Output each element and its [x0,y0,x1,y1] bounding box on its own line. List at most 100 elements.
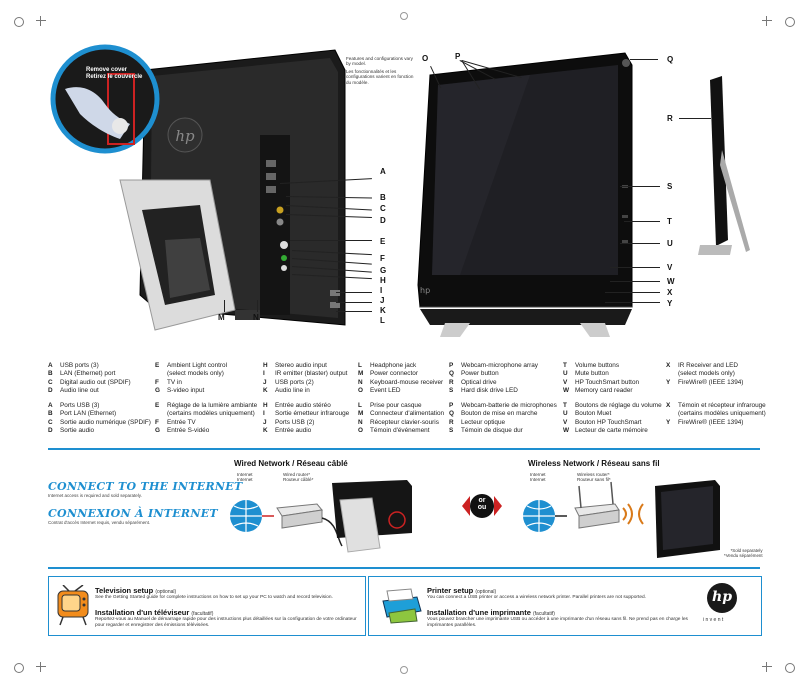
legend-text: Ports USB (3) [60,402,100,409]
legend-text: USB ports (2) [275,378,314,386]
legend-letter: P [449,402,454,409]
legend-text: Entrée audio stéréo [275,402,331,409]
wired-router-label: Wired router* Routeur câblé* [283,472,314,483]
or-badge [462,494,502,518]
legend-letter: G [155,386,160,394]
legend-item: D Audio line out [48,387,131,395]
callout-l: L [380,316,385,325]
legend-item: L Prise pour casque [358,402,444,410]
legend-letter: N [358,418,363,426]
legend-letter: R [449,378,454,386]
wireless-internet-label: Internet Internet [530,472,546,483]
wired-internet-label: Internet Internet [237,472,253,483]
legend-letter: X [666,362,671,369]
legend-text: Témoin d'événement [370,426,430,434]
legend-text: Keyboard-mouse receiver [370,378,444,386]
legend-text: HP TouchSmart button [575,378,640,386]
legend-letter: L [358,402,362,409]
legend-text: Mute button [575,370,609,378]
callout-b: B [380,193,386,202]
legend-letter: D [48,426,53,434]
legend-item: N Récepteur clavier-souris [358,419,444,427]
registration-mark [785,17,795,27]
crop-mark [762,16,772,26]
legend-text: Sortie émetteur infrarouge [275,410,350,418]
callout-h: H [380,276,386,285]
legend-letter: V [563,378,568,386]
legend-item: I Sortie émetteur infrarouge [263,410,349,418]
internet-sub-fr: Contrat d'accès Internet requis, vendu s… [48,520,151,525]
legend-letter: M [358,410,364,418]
crop-mark [36,662,46,672]
callout-g: G [380,266,387,275]
legend-text: Hard disk drive LED [461,386,518,394]
legend-text: Stereo audio input [275,362,327,369]
wired-title: Wired Network / Réseau câblé [234,459,348,468]
legend-item: V HP TouchSmart button [563,379,639,387]
legend-item: G S-video input [155,387,227,395]
legend-letter: K [263,426,268,434]
legend-letter: U [563,370,568,378]
legend-letter: L [358,362,362,369]
legend-item: (select models only) [666,370,743,378]
legend-letter: B [48,410,53,418]
callout-m: M [218,313,225,322]
callout-n: N [253,313,259,322]
legend-letter: D [48,386,53,394]
printer-optional-en: (optional) [475,589,497,595]
legend-item: (certains modèles uniquement) [155,410,257,418]
legend-text: Headphone jack [370,362,417,369]
legend-item: (select models only) [155,370,227,378]
legend-text: S-video input [167,386,205,394]
legend-text: FireWire® (IEEE 1394) [678,378,744,386]
hp-logo: hp [707,583,737,613]
callout-v: V [667,263,673,272]
computer-front-illustration: hp [417,52,633,337]
legend-letter: C [48,378,53,386]
legend-text: Réglage de la lumière ambiante [167,402,258,409]
callout-j: J [380,296,385,305]
svg-text:hp: hp [420,286,430,295]
legend-letter: T [563,402,567,409]
legend-text: Sortie audio numérique (SPDIF) [60,418,151,426]
legend-letter: I [263,410,265,418]
legend-letter: G [155,426,160,434]
legend-letter: O [358,426,363,434]
legend-text: FireWire® (IEEE 1394) [678,418,744,426]
wireless-router-label: Wireless router* Routeur sans fil* [577,472,611,483]
legend-text: Bouton Muet [575,410,612,418]
legend-text: Lecteur de carte mémoire [575,426,648,434]
legend-text: Audio line out [60,386,99,394]
tv-body-fr: Reportez-vous au Manuel de démarrage rap… [95,617,357,628]
section-divider [48,448,760,450]
legend-text: Récepteur clavier-souris [370,418,439,426]
registration-mark [400,12,408,20]
legend-text: Prise pour casque [370,402,422,409]
legend-letter: E [155,402,160,409]
legend-text: Port LAN (Ethernet) [60,410,117,418]
callout-d: D [380,216,386,225]
legend-text: Entrée S-vidéo [167,426,210,434]
